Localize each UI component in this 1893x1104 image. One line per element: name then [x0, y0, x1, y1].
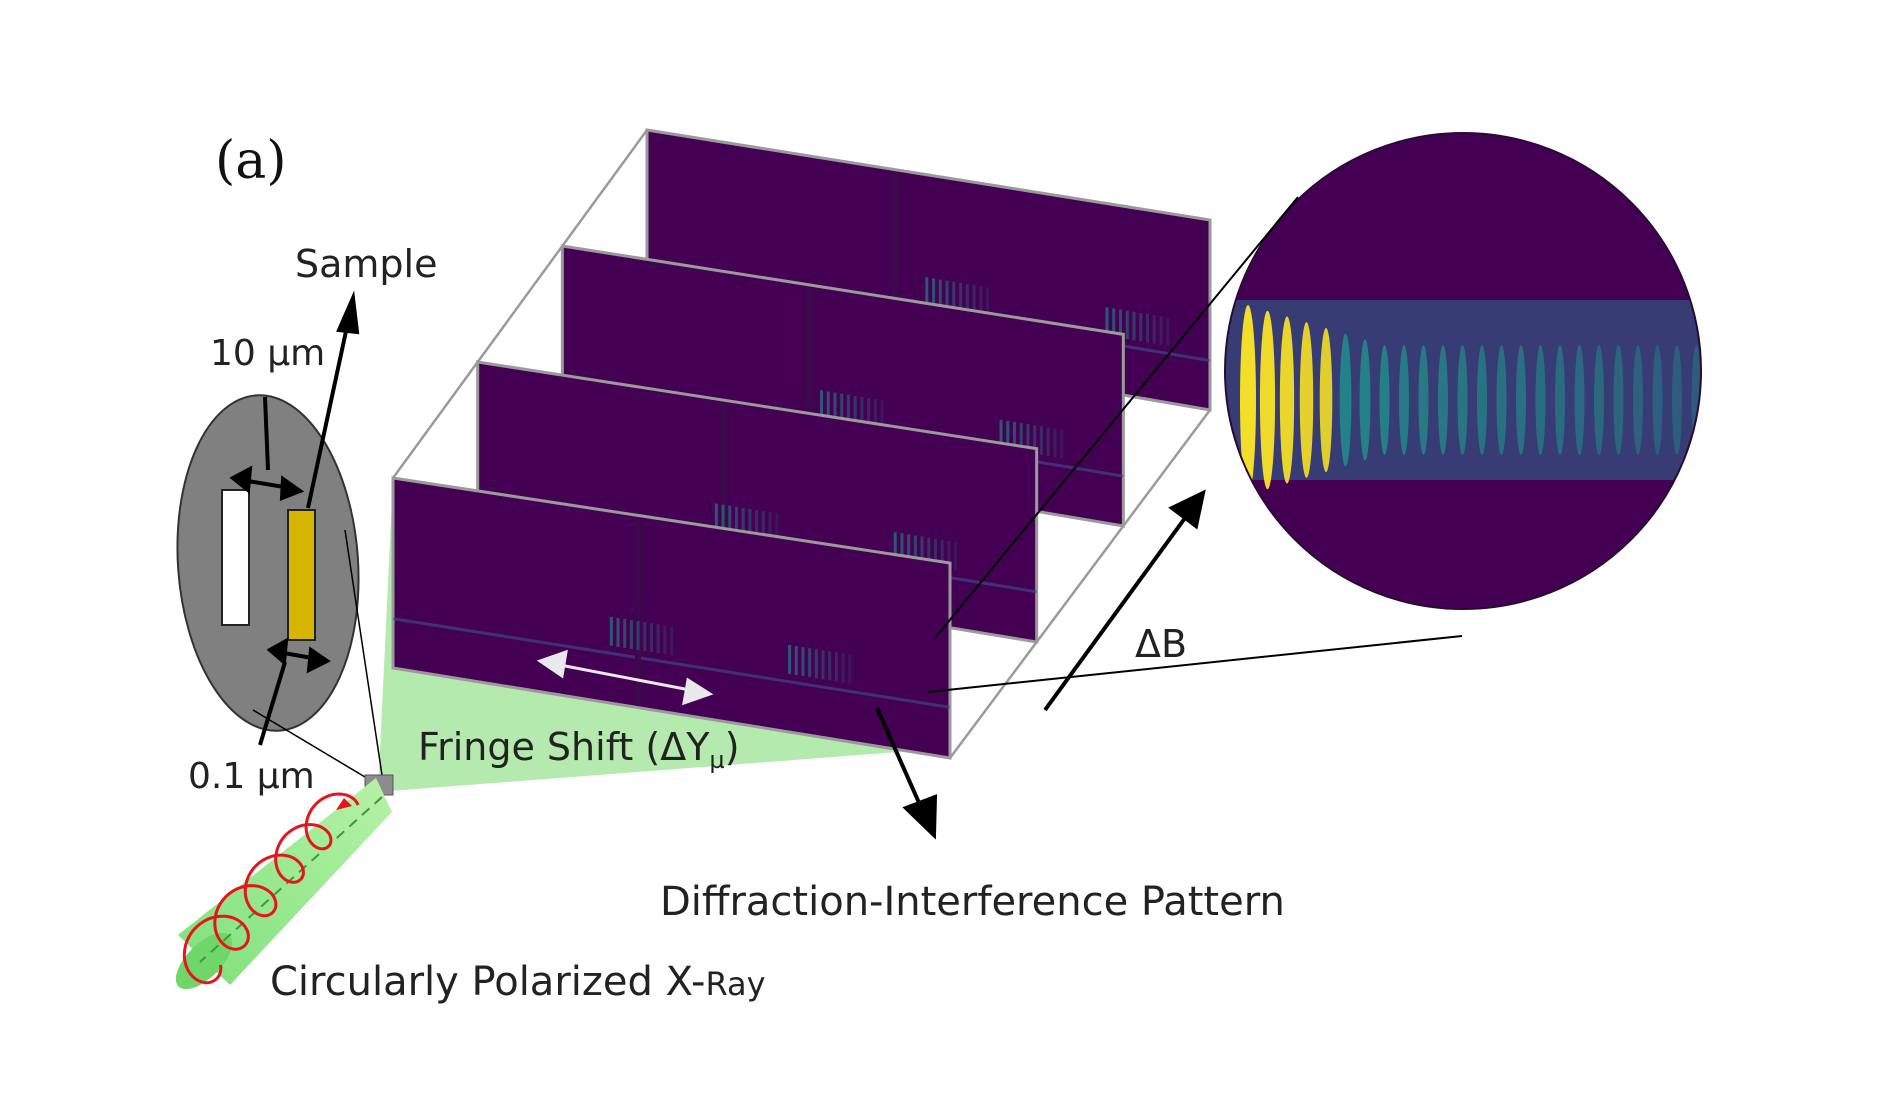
sample-disk	[176, 394, 383, 781]
magnified-fringe	[1379, 345, 1390, 455]
magnified-fringe	[1496, 345, 1507, 455]
xray-label-suffix: Ray	[705, 965, 765, 1003]
delta-b-label: ΔB	[1135, 622, 1187, 666]
magnified-fringe	[1418, 345, 1429, 455]
magnified-fringe	[1279, 316, 1295, 484]
sample-label: Sample	[295, 242, 437, 286]
pattern-label: Diffraction-Interference Pattern	[660, 879, 1285, 925]
gold-slit	[287, 509, 316, 641]
magnified-fringe	[1319, 327, 1333, 473]
slit-gap-label: 0.1 µm	[188, 756, 315, 797]
xray-label: Circularly Polarized X-Ray	[270, 959, 766, 1005]
polarization-helix	[182, 792, 360, 985]
detector-screens	[391, 128, 1212, 760]
magnified-fringe	[1240, 305, 1256, 495]
slit-width-label: 10 µm	[210, 333, 325, 374]
fringe-shift-subscript: µ	[709, 746, 724, 774]
magnified-fringe	[1574, 345, 1585, 455]
sample-arrow-head	[336, 290, 360, 335]
annotation-arrows	[229, 290, 1206, 840]
magnified-fringe	[1299, 322, 1314, 478]
zoom-lines	[927, 196, 1463, 693]
detector-screen	[391, 476, 952, 760]
magnified-fringe	[1438, 345, 1448, 455]
magnified-fringe	[1613, 345, 1624, 455]
magnified-fringe	[1259, 310, 1276, 490]
magnified-fringe	[1457, 345, 1468, 455]
magnified-fringe	[1359, 339, 1371, 461]
fringe-shift-label: Fringe Shift (ΔYµ)	[418, 725, 740, 774]
magnified-fringe	[1652, 345, 1663, 455]
magnified-fringe	[1555, 345, 1565, 455]
delta-b-arrow-head	[1168, 489, 1206, 530]
magnified-fringe	[1339, 333, 1352, 467]
magnified-fringe	[1399, 345, 1409, 455]
pattern-arrow-head	[902, 794, 938, 840]
magnified-fringe	[1477, 345, 1487, 455]
fringe-shift-arrow	[536, 649, 714, 706]
helix-arrowhead	[336, 798, 352, 810]
panel-label: (a)	[215, 131, 287, 191]
xray-beam	[175, 778, 392, 990]
magnified-fringe	[1535, 345, 1546, 455]
magnified-fringe	[1516, 345, 1526, 455]
reference-slit	[221, 489, 250, 626]
magnified-fringe-view	[1224, 132, 1702, 610]
magnified-fringe	[1594, 345, 1604, 455]
magnified-fringe	[1633, 345, 1643, 455]
magnified-fringe	[1672, 345, 1682, 455]
